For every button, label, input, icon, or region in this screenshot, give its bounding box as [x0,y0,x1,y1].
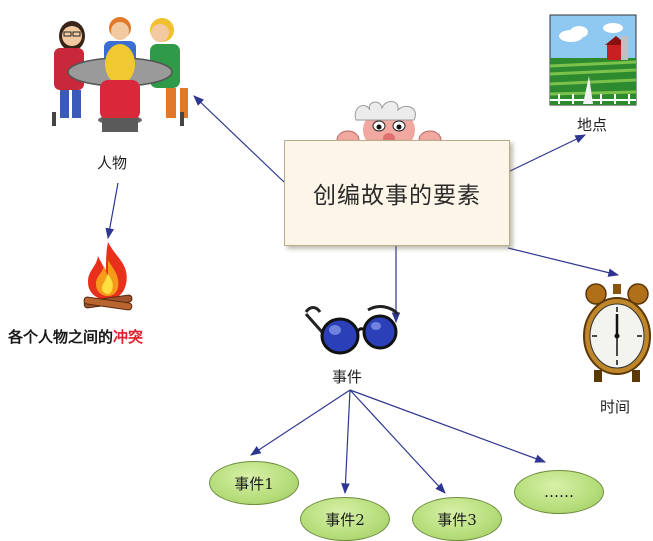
event-node-1: 事件1 [209,461,299,505]
arrow-to-event1 [250,389,351,456]
arrow-to-time [507,247,620,277]
event-node-1-label: 事件1 [234,474,274,493]
characters-label: 人物 [97,154,128,172]
event-node-4: …… [514,470,604,514]
arrow-to-characters [193,95,285,183]
events-label: 事件 [332,368,363,386]
time-label: 时间 [600,398,631,416]
people-at-table-icon [40,8,200,138]
eyeglasses-icon [302,302,402,360]
central-topic-box: 创编故事的要素 [284,140,510,246]
arrow-to-event2 [341,389,351,495]
event-node-2: 事件2 [300,497,390,541]
arrow-to-conflict [105,182,119,240]
farm-landscape-icon [549,14,637,106]
event-node-3-label: 事件3 [437,510,477,529]
campfire-icon [76,238,140,314]
arrow-to-place [507,134,586,173]
place-label: 地点 [577,116,608,134]
event-node-4-label: …… [544,483,574,501]
conflict-accent-text: 冲突 [113,328,144,346]
alarm-clock-icon [582,280,652,384]
conflict-label: 各个人物之间的冲突 [8,326,143,347]
event-node-3: 事件3 [412,497,502,541]
arrow-to-event4 [349,389,547,463]
arrow-to-event3 [349,389,446,494]
event-node-2-label: 事件2 [325,510,365,529]
central-title: 创编故事的要素 [313,183,481,209]
conflict-text: 各个人物之间的 [8,328,114,346]
